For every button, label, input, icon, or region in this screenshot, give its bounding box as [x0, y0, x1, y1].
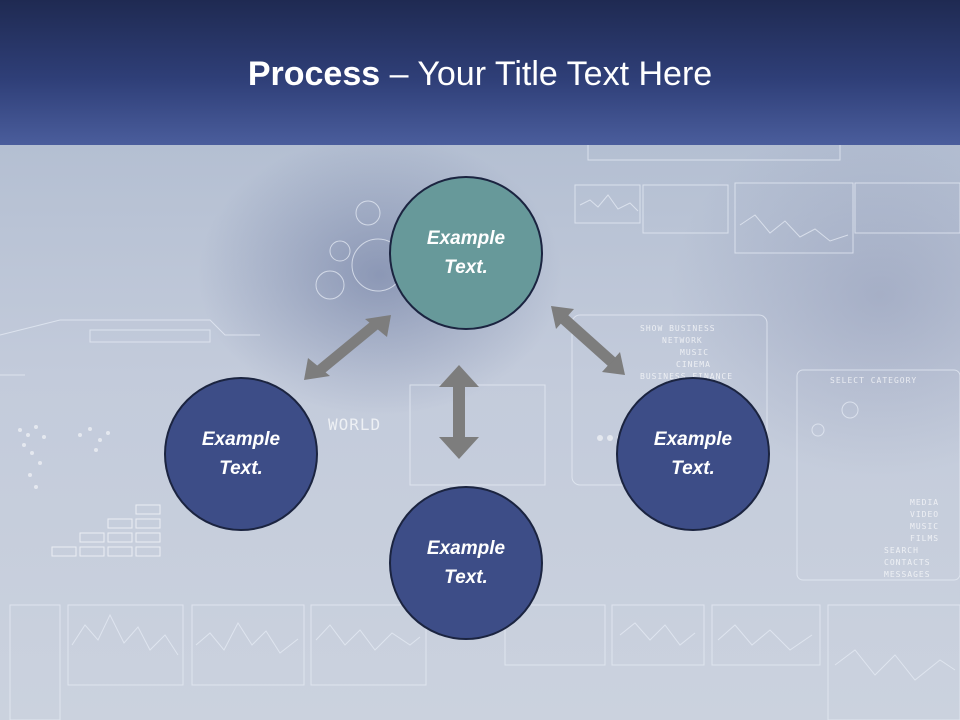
arrow-vertical: [439, 365, 479, 459]
hud-text: WORLD: [328, 415, 381, 434]
hud-text: SELECT CATEGORY: [830, 376, 917, 385]
process-node-bottom: Example Text.: [389, 486, 543, 640]
arrow-left-top: [304, 315, 391, 380]
hud-text: CINEMA: [676, 360, 711, 369]
background-image: SHOW BUSINESS NETWORK MUSIC CINEMA BUSIN…: [0, 145, 960, 720]
hud-text: FILMS: [910, 534, 939, 543]
hud-text: MUSIC: [680, 348, 709, 357]
hud-text: MEDIA: [910, 498, 939, 507]
slide-title: Process – Your Title Text Here: [0, 52, 960, 96]
hud-text: NETWORK: [662, 336, 703, 345]
hud-text: BUSINESS FINANCE: [640, 372, 733, 381]
arrow-top-right: [551, 306, 625, 375]
hud-text: VIDEO: [910, 510, 939, 519]
process-node-right: Example Text.: [616, 377, 770, 531]
hud-text: SHOW BUSINESS: [640, 324, 716, 333]
process-node-top: Example Text.: [389, 176, 543, 330]
hud-text: MESSAGES: [884, 570, 931, 579]
title-bar: Process – Your Title Text Here: [0, 0, 960, 145]
node-label: Example Text.: [201, 429, 281, 479]
hud-text: CONTACTS: [884, 558, 931, 567]
process-node-left: Example Text.: [164, 377, 318, 531]
node-label: Example Text.: [426, 228, 506, 278]
hud-text: MUSIC: [910, 522, 939, 531]
node-label: Example Text.: [653, 429, 733, 479]
title-rest: – Your Title Text Here: [380, 55, 713, 93]
node-label: Example Text.: [426, 538, 506, 588]
title-bold: Process: [247, 55, 381, 93]
hud-text: SEARCH: [884, 546, 919, 555]
